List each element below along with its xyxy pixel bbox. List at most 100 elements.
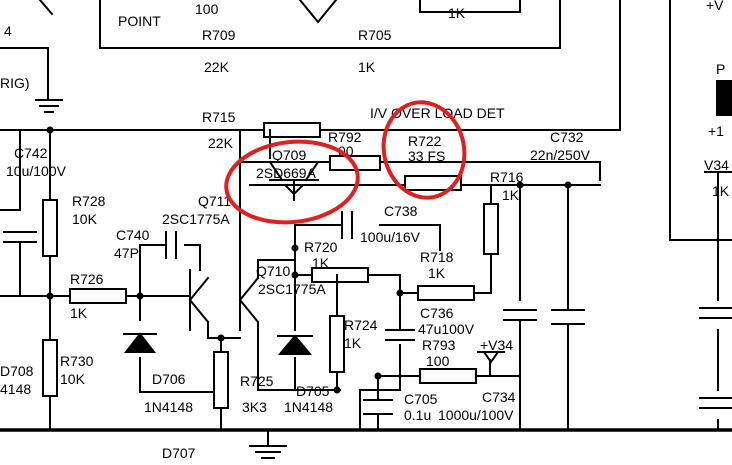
label-v34: +V34: [480, 337, 513, 353]
highlight-circle-r722: [381, 100, 467, 200]
diodes: [123, 332, 505, 364]
label-100-top: 100: [195, 1, 219, 17]
capacitor-c734: [503, 309, 537, 321]
highlight-circle-q709: [224, 139, 360, 225]
label-d705: D705: [296, 383, 330, 399]
resistor-r718: [417, 285, 475, 301]
label-r722: R722: [408, 133, 442, 149]
label-q710-part: 2SC1775A: [258, 281, 326, 297]
label-c705-val: 0.1u: [404, 407, 431, 423]
label-r730: R730: [60, 353, 94, 369]
capacitor-c738: [341, 211, 353, 239]
label-r724-val: 1K: [344, 335, 362, 351]
resistor-r728: [42, 199, 58, 257]
junctions: [46, 126, 572, 394]
label-r793-val: 100: [426, 353, 450, 369]
label-right-p: P: [716, 61, 725, 77]
label-d706: D706: [152, 371, 186, 387]
resistor-r725: [213, 351, 229, 409]
top-wires: [0, 0, 561, 113]
label-right-1k: 1K: [712, 183, 730, 199]
label-q709: Q709: [272, 147, 306, 163]
label-r726-val: 1K: [70, 305, 88, 321]
label-r709-val: 22K: [204, 59, 230, 75]
label-c734: C734: [482, 389, 516, 405]
capacitor-right-2: [699, 397, 732, 409]
label-r730-val: 10K: [60, 371, 86, 387]
label-point: POINT: [118, 13, 161, 29]
label-c742-val: 10u/100V: [6, 163, 67, 179]
resistor-r793: [419, 368, 477, 384]
label-r716: R716: [490, 169, 524, 185]
label-r725-val: 3K3: [242, 399, 267, 415]
label-r705: R705: [358, 27, 392, 43]
label-r716-val: 1K: [502, 187, 520, 203]
label-r728: R728: [72, 193, 106, 209]
capacitor-c736: [385, 329, 415, 341]
label-r718-val: 1K: [428, 265, 446, 281]
label-d708: D708: [0, 363, 34, 379]
transistor-q709: [268, 160, 320, 201]
label-d708-part: 4148: [0, 381, 31, 397]
label-q711-part: 2SC1775A: [162, 211, 230, 227]
label-c738-val: 100u/16V: [360, 229, 421, 245]
diode-d705: [277, 334, 313, 355]
resistor-r716: [483, 203, 499, 255]
ground-symbol: [249, 429, 287, 459]
label-r715-val: 22K: [208, 135, 234, 151]
label-c736: C736: [420, 305, 454, 321]
label-right-v34: V34: [704, 157, 729, 173]
label-r722-val: 33 FS: [408, 148, 445, 164]
label-1k-top: 1K: [448, 5, 466, 21]
resistor-r724: [329, 315, 345, 373]
resistor-r715: [263, 122, 321, 138]
label-r792: R792: [328, 129, 362, 145]
label-c736-val: 47u100V: [418, 321, 475, 337]
label-r720: R720: [304, 239, 338, 255]
label-q709-part: 2SD669A: [256, 165, 317, 181]
label-r725: R725: [240, 373, 274, 389]
label-c734-val: 1000u/100V: [438, 407, 514, 423]
label-r705-val: 1K: [358, 59, 376, 75]
label-q711: Q711: [198, 193, 231, 209]
label-r718: R718: [420, 249, 454, 265]
highlight-marks: [224, 100, 467, 225]
capacitor-c740: [165, 231, 177, 259]
label-d705-part: 1N4148: [284, 399, 333, 415]
label-c738: C738: [384, 203, 418, 219]
v34-symbol: [477, 350, 505, 364]
resistor-r730: [42, 339, 58, 397]
resistor-r726: [69, 288, 127, 304]
right-panel: [704, 80, 732, 431]
label-right-plus1: +1: [708, 123, 724, 139]
label-r792-val: 00: [338, 143, 354, 159]
label-r720-val: 1K: [312, 255, 330, 271]
capacitor-c732: [551, 309, 585, 325]
capacitor-c705: [363, 399, 393, 415]
label-r724: R724: [344, 317, 378, 333]
label-c732: C732: [550, 129, 584, 145]
label-r728-val: 10K: [72, 211, 98, 227]
label-c740: C740: [116, 227, 150, 243]
label-c740-val: 47P: [114, 245, 139, 261]
label-r715: R715: [202, 109, 236, 125]
label-r726: R726: [70, 271, 104, 287]
label-d706-part: 1N4148: [144, 399, 193, 415]
label-right-v: +V: [706, 0, 724, 13]
label-r709: R709: [202, 27, 236, 43]
capacitor-c742: [3, 231, 37, 261]
diode-d706: [123, 332, 157, 353]
label-rig: RIG): [0, 75, 30, 91]
capacitor-right-1: [699, 307, 732, 319]
label-4: 4: [4, 23, 12, 39]
label-q710: Q710: [256, 263, 290, 279]
label-d707: D707: [162, 445, 196, 461]
label-c742: C742: [14, 145, 48, 161]
resistor-r722: [404, 175, 462, 191]
label-c732-val: 22n/250V: [530, 147, 591, 163]
label-c705: C705: [404, 391, 438, 407]
capacitors: [3, 211, 732, 415]
label-r793: R793: [422, 337, 456, 353]
